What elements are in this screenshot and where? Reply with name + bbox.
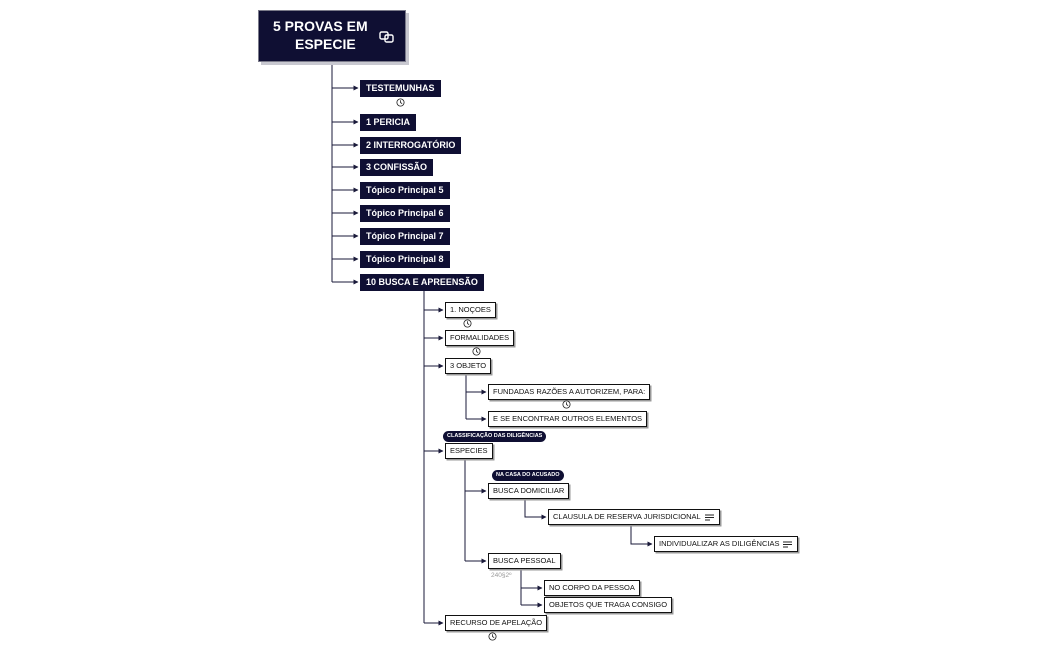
subtopic-outros-elementos[interactable]: E SE ENCONTRAR OUTROS ELEMENTOS	[488, 411, 648, 427]
root-title-line-1: 5 PROVAS EM	[273, 18, 368, 34]
subtopic-formalidades[interactable]: FORMALIDADES	[445, 330, 515, 346]
subtopic-objeto[interactable]: 3 OBJETO	[445, 358, 492, 374]
subtopic-fundadas-razoes[interactable]: FUNDADAS RAZÕES A AUTORIZEM, PARA:	[488, 384, 651, 400]
clock-icon[interactable]	[488, 632, 497, 641]
topic-confissao[interactable]: 3 CONFISSÃO	[360, 159, 434, 176]
connector-clausula	[524, 499, 547, 520]
label-casa-acusado: NA CASA DO ACUSADO	[492, 470, 564, 481]
subtopic-busca-pessoal[interactable]: BUSCA PESSOAL	[488, 553, 561, 569]
topic-principal-5[interactable]: Tópico Principal 5	[360, 182, 450, 199]
topic-interrogatorio[interactable]: 2 INTERROGATÓRIO	[360, 137, 462, 154]
clock-icon[interactable]	[562, 400, 571, 409]
individualizar-label: INDIVIDUALIZAR AS DILIGÊNCIAS	[659, 539, 780, 548]
topic-principal-8[interactable]: Tópico Principal 8	[360, 251, 450, 268]
clock-icon[interactable]	[472, 347, 481, 356]
subtopic-individualizar[interactable]: INDIVIDUALIZAR AS DILIGÊNCIAS	[654, 536, 799, 552]
link-icon[interactable]	[379, 31, 395, 43]
subtopic-corpo-pessoa[interactable]: NO CORPO DA PESSOA	[544, 580, 640, 596]
topic-principal-7[interactable]: Tópico Principal 7	[360, 228, 450, 245]
clock-icon[interactable]	[396, 98, 405, 107]
subtopic-busca-domiciliar[interactable]: BUSCA DOMICILIAR	[488, 483, 570, 499]
notes-icon[interactable]	[783, 541, 793, 548]
label-classificacao: CLASSIFICAÇÃO DAS DILIGÊNCIAS	[443, 431, 547, 442]
note-240-2: 240§2º	[491, 572, 512, 579]
topic-busca-apreensao[interactable]: 10 BUSCA E APREENSÃO	[360, 274, 484, 291]
root-title-line-2: ESPECIE	[295, 36, 356, 52]
subtopic-nocoes[interactable]: 1. NOÇOES	[445, 302, 496, 318]
connector-individualizar	[630, 525, 653, 547]
subtopic-recurso-apelacao[interactable]: RECURSO DE APELAÇÃO	[445, 615, 548, 631]
subtopic-objetos-consigo[interactable]: OBJETOS QUE TRAGA CONSIGO	[544, 597, 673, 613]
topic-principal-6[interactable]: Tópico Principal 6	[360, 205, 450, 222]
subtopic-clausula-reserva[interactable]: CLAUSULA DE RESERVA JURISDICIONAL	[548, 509, 720, 525]
root-topic[interactable]: 5 PROVAS EM ESPECIE	[258, 10, 406, 62]
clock-icon[interactable]	[463, 319, 472, 328]
topic-pericia[interactable]: 1 PERICIA	[360, 114, 417, 131]
clausula-label: CLAUSULA DE RESERVA JURISDICIONAL	[553, 512, 701, 521]
notes-icon[interactable]	[704, 514, 714, 521]
subtopic-especies[interactable]: ESPECIES	[445, 443, 493, 459]
topic-testemunhas[interactable]: TESTEMUNHAS	[360, 80, 441, 97]
